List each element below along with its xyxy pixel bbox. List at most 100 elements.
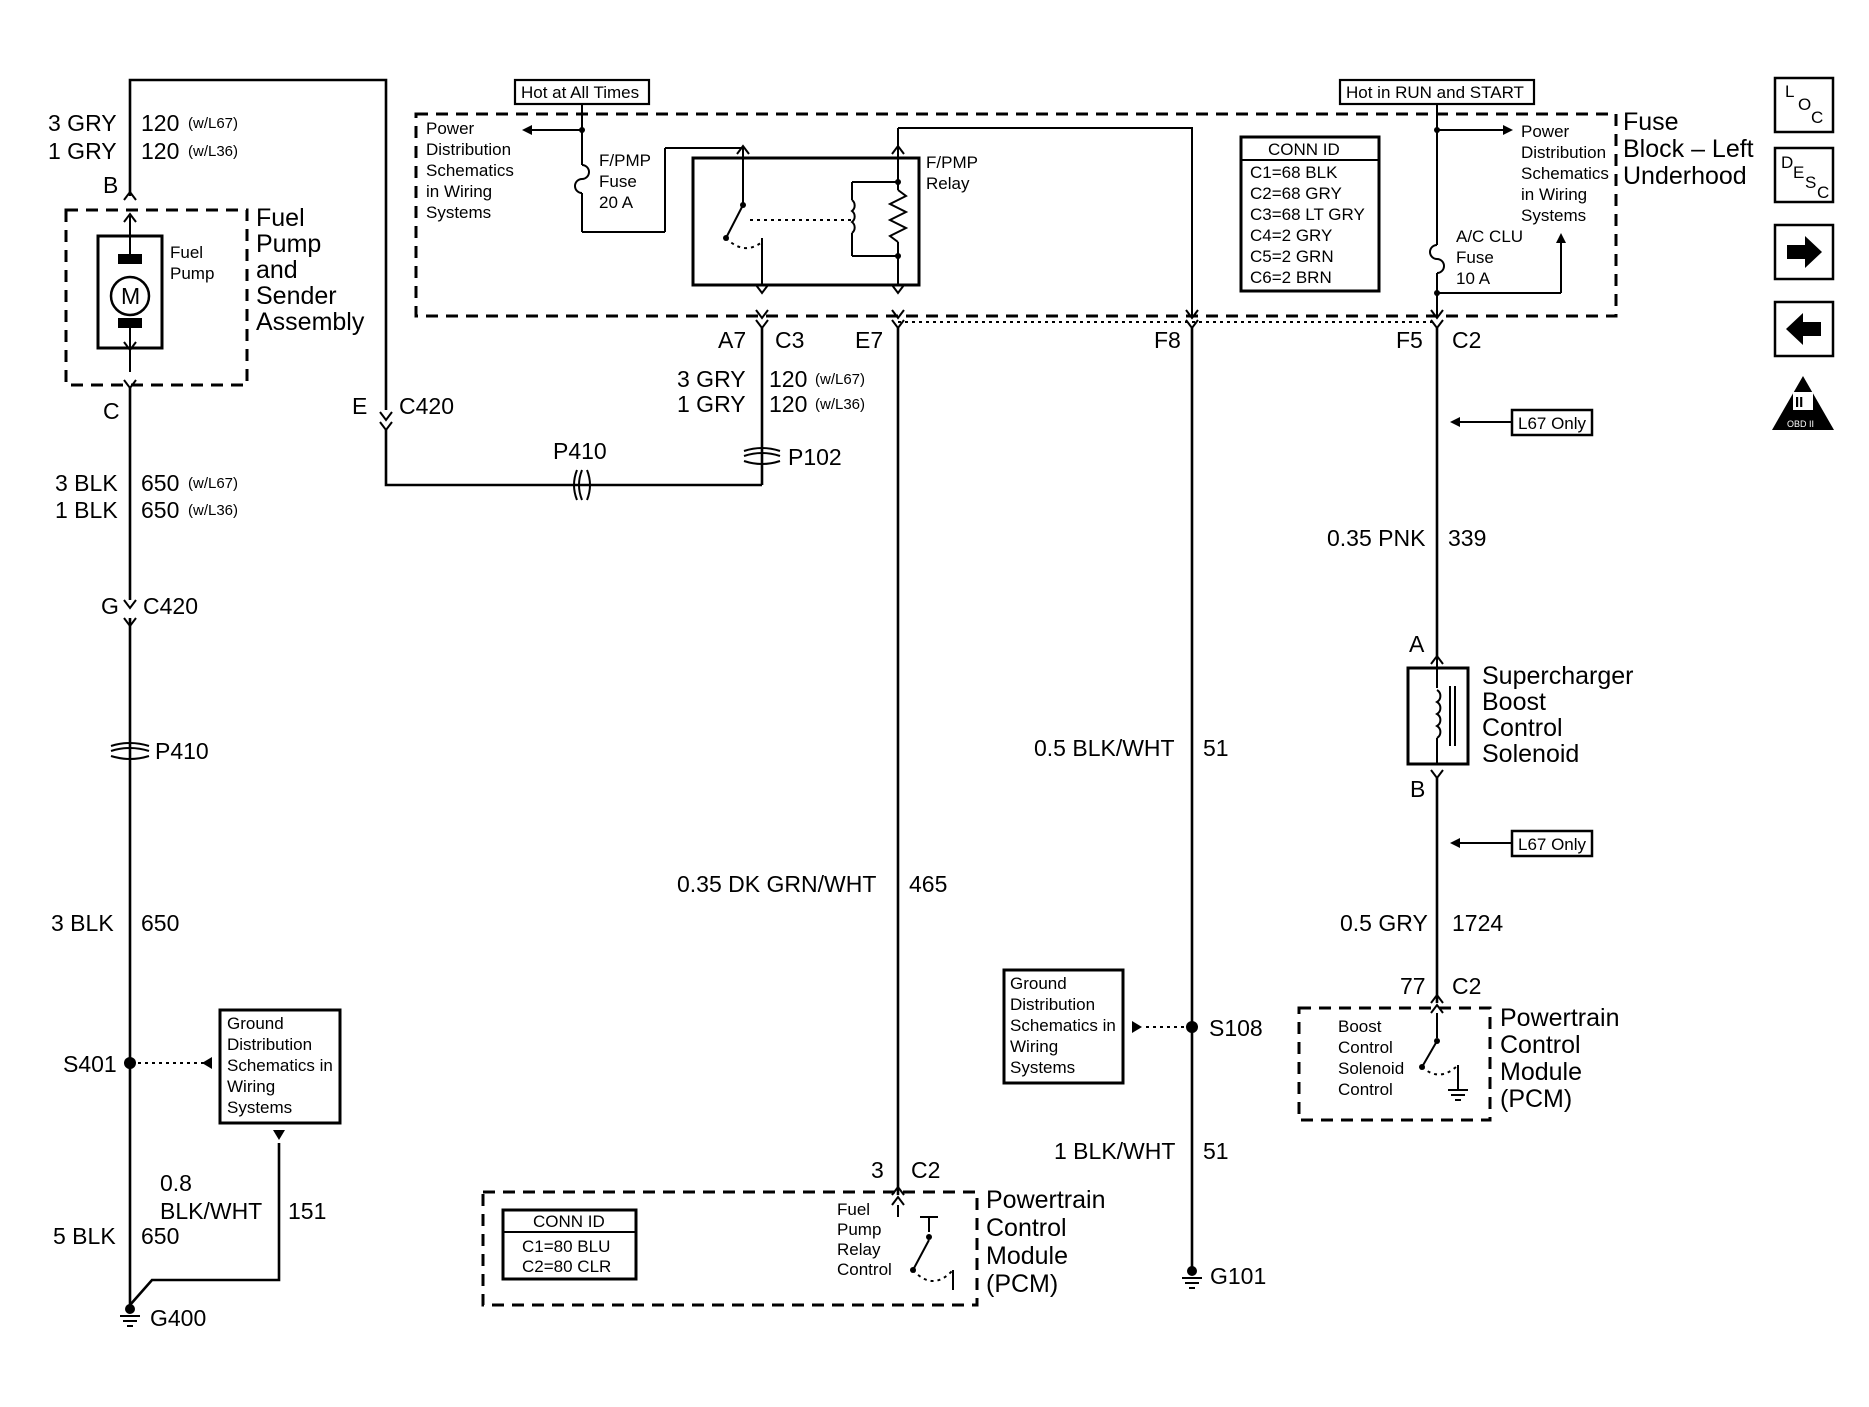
loc-letter-c: C <box>1811 108 1823 127</box>
wire-w2-circuit-a: 650 <box>141 470 179 496</box>
obd-text: OBD II <box>1787 419 1814 429</box>
conn-id-top: CONN ID C1=68 BLK C2=68 GRY C3=68 LT GRY… <box>1239 135 1381 293</box>
w-l36-2: (w/L36) <box>188 502 238 519</box>
wire-w11-color: 0.5 GRY <box>1340 910 1428 936</box>
ground-dist-right-3: Schematics in <box>1010 1016 1116 1035</box>
conn-id-pcm-c1: C1=80 BLU <box>522 1237 610 1256</box>
ac-clu-fuse-label-1: A/C CLU <box>1456 227 1523 246</box>
wire-w7-color: 0.35 DK GRN/WHT <box>677 871 876 897</box>
power-dist-right-4: in Wiring <box>1521 185 1587 204</box>
wire-w6-color-b: 1 GRY <box>677 391 746 417</box>
conn-id-top-title: CONN ID <box>1268 140 1340 159</box>
wire-w2-color-a: 3 BLK <box>55 470 118 496</box>
conn-id-top-c1: C1=68 BLK <box>1250 163 1338 182</box>
wire-w7-circuit: 465 <box>909 871 947 897</box>
wire-w2-circuit-b: 650 <box>141 497 179 523</box>
wire-w3-circuit: 650 <box>141 910 179 936</box>
fpmp-fuse: F/PMP Fuse 20 A <box>522 114 743 233</box>
wire-w1-circuit-b: 120 <box>141 138 179 164</box>
wire-w9-color: 1 BLK/WHT <box>1054 1138 1175 1164</box>
connector-e7: E7 <box>855 327 883 353</box>
ac-clu-fuse-label-2: Fuse <box>1456 248 1494 267</box>
connector-c2-right: C2 <box>1452 973 1481 999</box>
motor-icon: M <box>121 283 140 309</box>
wire-w6-circuit-a: 120 <box>769 366 807 392</box>
l67-only-tag-2: L67 Only <box>1518 835 1587 854</box>
fuel-pump-assembly-1: Fuel <box>256 204 305 232</box>
power-dist-left-1: Power <box>426 119 475 138</box>
fp-relay-ctrl-2: Pump <box>837 1220 881 1239</box>
ground-g101: G101 <box>1210 1263 1266 1289</box>
connector-p410: P410 <box>553 438 607 464</box>
connector-b-solenoid: B <box>1410 776 1425 802</box>
middle-left-wiring: E C420 P410 A7 C3 3 GRY 1 GRY 120 120 (w… <box>352 327 865 501</box>
fp-relay-ctrl-4: Control <box>837 1260 892 1279</box>
location-button[interactable]: L O C <box>1773 76 1835 134</box>
wire-w10-circuit: 339 <box>1448 525 1486 551</box>
power-dist-left-2: Distribution <box>426 140 511 159</box>
fp-relay-ctrl-3: Relay <box>837 1240 881 1259</box>
f5-wiring: F5 C2 L67 Only 0.35 PNK 339 A Supercharg… <box>1327 327 1633 1014</box>
pcm-left-label-2: Control <box>986 1214 1067 1242</box>
connector-e: E <box>352 393 367 419</box>
wire-w9-circuit: 51 <box>1203 1138 1229 1164</box>
f8-internal-wire <box>898 127 1193 316</box>
desc-letter-c: C <box>1817 183 1829 202</box>
fuel-pump-label-1: Fuel <box>170 243 203 262</box>
previous-page-button[interactable] <box>1773 300 1835 358</box>
fuel-pump-assembly: Fuel Pump and Sender Assembly Fuel Pump … <box>64 190 365 390</box>
fpmp-relay: F/PMP Relay <box>691 128 978 295</box>
w-l67-1: (w/L67) <box>188 115 238 132</box>
pcm-right: Boost Control Solenoid Control Powertrai… <box>1297 1004 1620 1122</box>
loc-letter-o: O <box>1798 95 1811 114</box>
wire-w4-circuit: 151 <box>288 1198 326 1224</box>
ground-dist-right-2: Distribution <box>1010 995 1095 1014</box>
fuel-pump-assembly-5: Assembly <box>256 308 365 336</box>
conn-id-pcm-title: CONN ID <box>533 1212 605 1231</box>
connector-b: B <box>103 172 118 198</box>
power-dist-right-3: Schematics <box>1521 164 1609 183</box>
obd-ii-button[interactable]: II OBD II <box>1772 376 1834 430</box>
wire-w3-color: 3 BLK <box>51 910 114 936</box>
power-dist-left-5: Systems <box>426 203 491 222</box>
p410-left-splice <box>110 742 150 760</box>
wire-w6-color-a: 3 GRY <box>677 366 746 392</box>
power-distribution-left: Power Distribution Schematics in Wiring … <box>426 119 514 222</box>
connector-c2: C2 <box>1452 327 1481 353</box>
left-wiring: 3 GRY 1 GRY 120 120 (w/L67) (w/L36) B C … <box>48 78 388 1331</box>
wire-w1-circuit-a: 120 <box>141 110 179 136</box>
w-l67-2: (w/L67) <box>188 475 238 492</box>
connector-p102: P102 <box>788 444 842 470</box>
connector-a: A <box>1409 631 1425 657</box>
ground-dist-right-1: Ground <box>1010 974 1067 993</box>
supercharger-label-4: Solenoid <box>1482 740 1579 768</box>
connector-c: C <box>103 398 120 424</box>
wire-w10-color: 0.35 PNK <box>1327 525 1426 551</box>
ground-dist-left-5: Systems <box>227 1098 292 1117</box>
description-button[interactable]: D E S C <box>1773 146 1835 204</box>
supercharger-label-3: Control <box>1482 714 1563 742</box>
wire-w8-color: 0.5 BLK/WHT <box>1034 735 1175 761</box>
wire-w1-color-a: 3 GRY <box>48 110 117 136</box>
wire-w8-circuit: 51 <box>1203 735 1229 761</box>
conn-id-pcm-c2: C2=80 CLR <box>522 1257 611 1276</box>
conn-id-top-c5: C5=2 GRN <box>1250 247 1334 266</box>
hot-at-all-times-box: Hot at All Times <box>513 78 651 114</box>
hot-at-all-times-label: Hot at All Times <box>521 83 639 102</box>
pcm-left-label-4: (PCM) <box>986 1270 1058 1298</box>
conn-id-top-c6: C6=2 BRN <box>1250 268 1332 287</box>
fuse-block: Fuse Block – Left Underhood <box>414 108 1754 318</box>
wire-w5-circuit: 650 <box>141 1223 179 1249</box>
next-page-button[interactable] <box>1773 223 1835 281</box>
loc-letter-l: L <box>1785 82 1794 101</box>
connector-g: G <box>101 593 119 619</box>
wire-w2-color-b: 1 BLK <box>55 497 118 523</box>
l67-only-tag-1: L67 Only <box>1518 414 1587 433</box>
connector-f8: F8 <box>1154 327 1181 353</box>
power-dist-right-2: Distribution <box>1521 143 1606 162</box>
connector-c420: C420 <box>399 393 454 419</box>
pcm-right-label-4: (PCM) <box>1500 1085 1572 1113</box>
fuel-pump-label-2: Pump <box>170 264 214 283</box>
ground-dist-left-3: Schematics in <box>227 1056 333 1075</box>
w-l67-3: (w/L67) <box>815 371 865 388</box>
